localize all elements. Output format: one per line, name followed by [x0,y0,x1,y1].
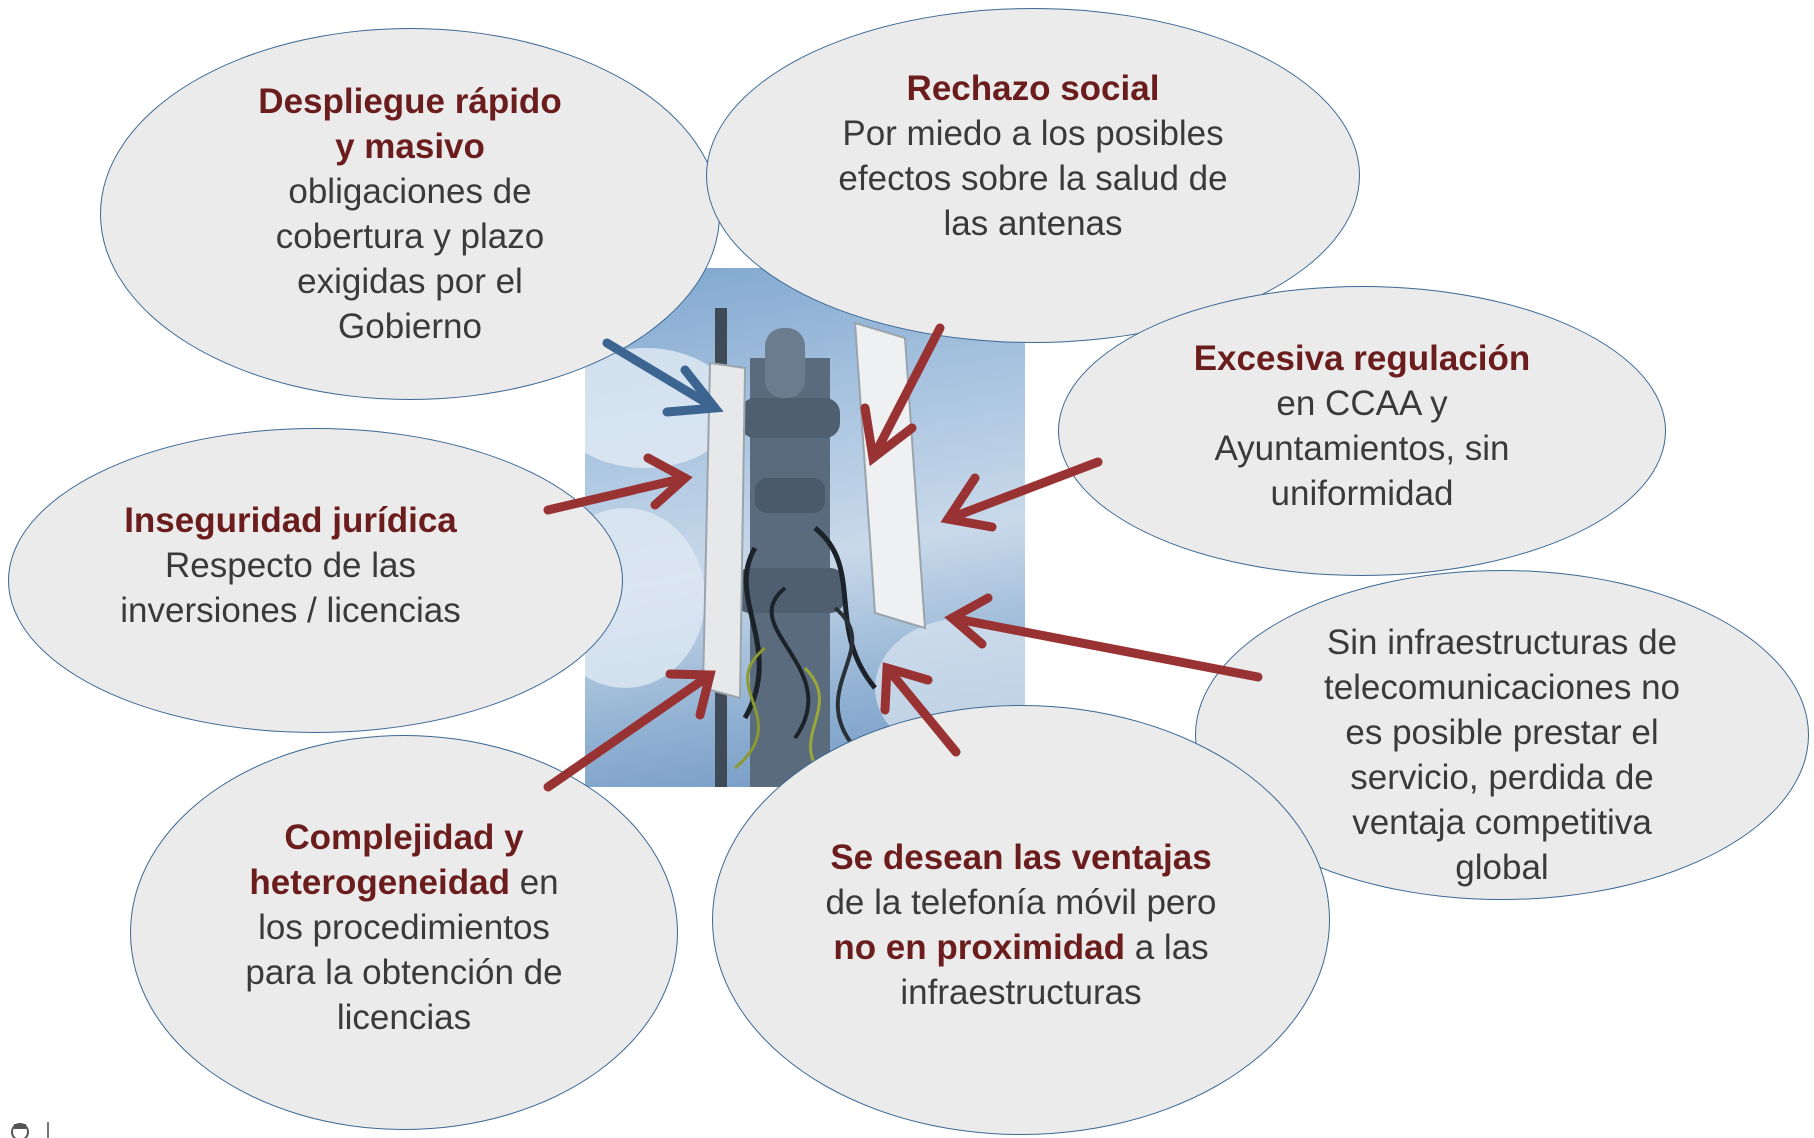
bubble-ventajas: Se desean las ventajas de la telefonía m… [712,705,1330,1135]
inseguridad-text: Respecto de las inversiones / licencias [120,546,461,630]
ventajas-text-1: de la telefonía móvil pero [825,883,1217,922]
crest-logo [11,1122,49,1138]
bubble-excesiva-regulacion: Excesiva regulación en CCAA y Ayuntamien… [1058,286,1666,576]
inseguridad-title: Inseguridad jurídica [124,501,457,540]
regulacion-text: en CCAA y Ayuntamientos, sin uniformidad [1214,384,1510,513]
sin-infra-text: Sin infraestructuras de telecomunicacion… [1323,623,1681,887]
bubble-sin-infraestructuras: Sin infraestructuras de telecomunicacion… [1195,570,1809,900]
despliegue-title: Despliegue rápido y masivo [258,82,562,166]
complejidad-title: Complejidad y heterogeneidad [249,818,524,902]
despliegue-text: obligaciones de cobertura y plazo exigid… [275,172,545,346]
bubble-complejidad: Complejidad y heterogeneidad en los proc… [130,735,678,1130]
bubble-rechazo-social: Rechazo social Por miedo a los posibles … [706,8,1360,343]
ventajas-bold-2: no en proximidad [833,928,1126,967]
rechazo-title: Rechazo social [906,68,1160,108]
ventajas-bold-1: Se desean las ventajas [830,838,1212,877]
bubble-inseguridad-juridica: Inseguridad jurídica Respecto de las inv… [8,428,623,733]
ventajas-text-2: a las infraestructuras [900,928,1209,1012]
bubble-despliegue: Despliegue rápido y masivo obligaciones … [100,28,720,400]
complejidad-text: en los procedimientos para la obtención … [245,863,563,1037]
regulacion-title: Excesiva regulación [1193,339,1531,378]
rechazo-text: Por miedo a los posibles efectos sobre l… [838,113,1228,243]
